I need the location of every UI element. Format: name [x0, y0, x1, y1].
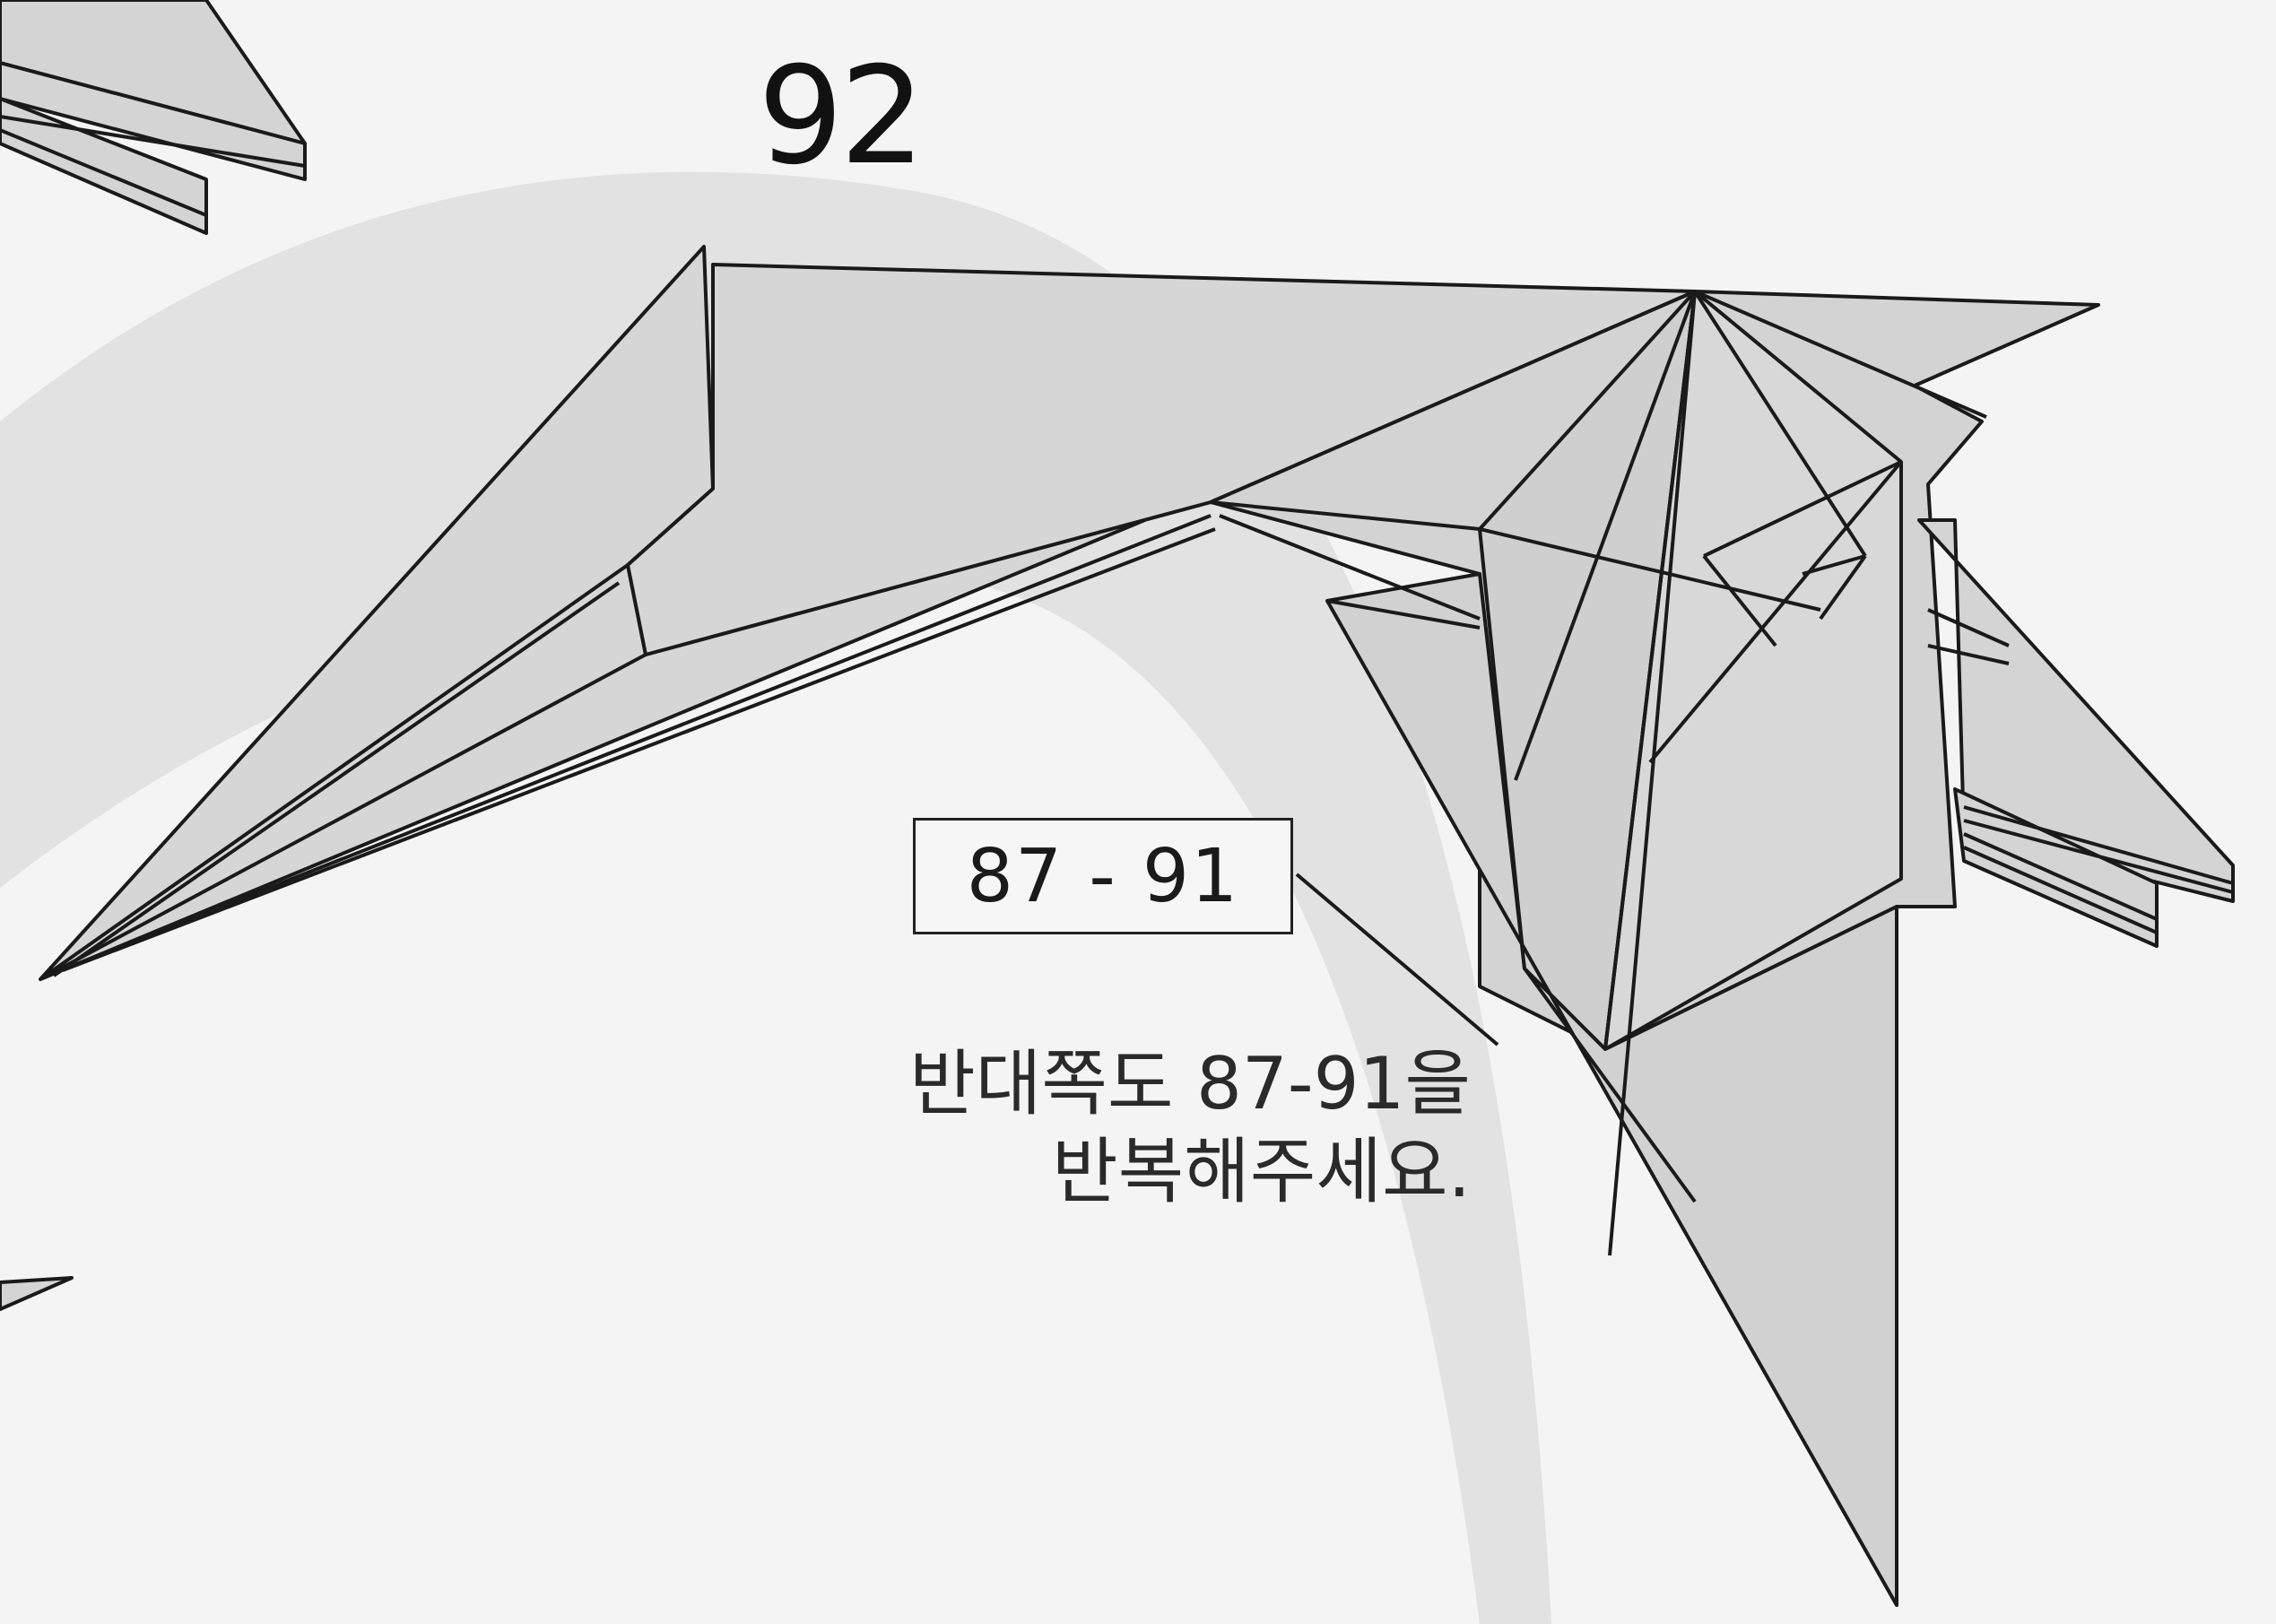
instruction-line: 반대쪽도 87-91을	[909, 1042, 1471, 1125]
instruction-line: 반복해주세요.	[1051, 1129, 1471, 1213]
previous-step-fragment	[0, 0, 307, 1311]
leader-line-icon	[1295, 873, 1499, 1046]
step-number: 92	[758, 39, 925, 195]
model-right-foot	[1953, 787, 2159, 948]
reference-steps-box: 87 - 91	[913, 818, 1293, 934]
origami-model-icon	[39, 245, 2235, 1607]
instruction-text: 반대쪽도 87-91을 반복해주세요.	[807, 1040, 1471, 1215]
